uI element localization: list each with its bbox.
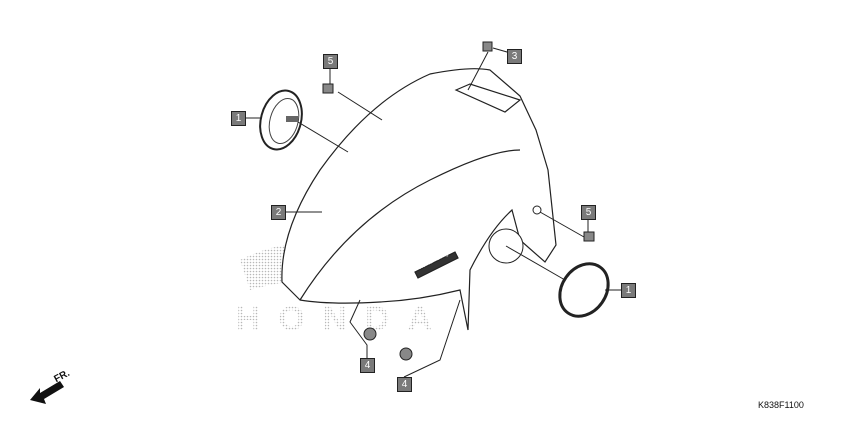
cap-upper-icon: [259, 89, 303, 151]
nut-left-icon: [363, 327, 377, 341]
callout-4-right[interactable]: 4: [397, 377, 412, 392]
grommet-icon: [532, 205, 542, 215]
callout-5-side[interactable]: 5: [581, 205, 596, 220]
bolt-side-icon: [583, 231, 595, 242]
nut-right-icon: [399, 347, 413, 361]
callout-1[interactable]: 1: [231, 111, 246, 126]
bolt-upper-icon: [322, 83, 334, 94]
front-fender: [281, 68, 557, 331]
callout-5[interactable]: 5: [323, 54, 338, 69]
watermark-text: HONDA: [236, 300, 432, 338]
bolt-top-icon: [482, 41, 493, 52]
callout-2[interactable]: 2: [271, 205, 286, 220]
diagram-code: K838F1100: [758, 400, 804, 410]
cap-side-icon: [558, 262, 610, 318]
callout-1-side[interactable]: 1: [621, 283, 636, 298]
callout-3[interactable]: 3: [507, 49, 522, 64]
front-direction-arrow-icon: [30, 381, 64, 404]
callout-4-left[interactable]: 4: [360, 358, 375, 373]
